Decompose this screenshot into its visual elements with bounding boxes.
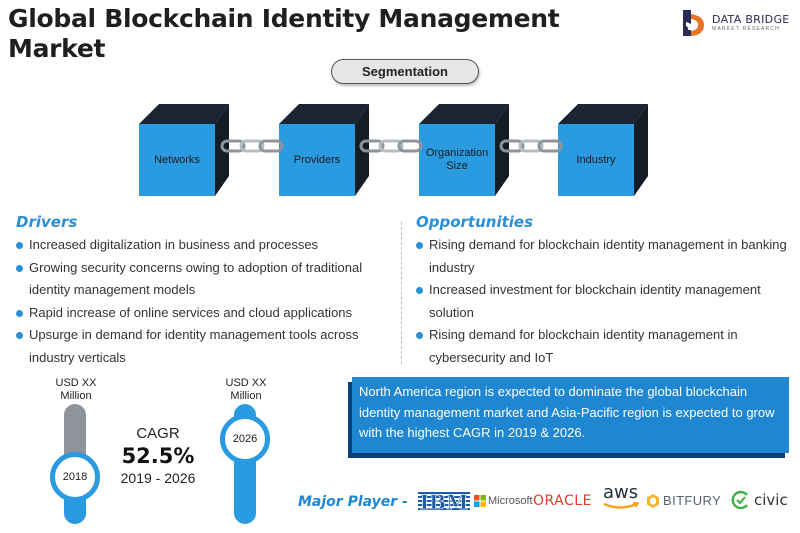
civic-check-icon bbox=[731, 490, 748, 510]
drivers-item: Upsurge in demand for identity managemen… bbox=[16, 324, 396, 369]
cagr-label: CAGR bbox=[136, 425, 180, 442]
brand-text: IBM bbox=[420, 490, 468, 514]
data-bridge-logo-icon bbox=[680, 8, 706, 38]
brand-text: civic bbox=[754, 491, 788, 509]
end-value-label: USD XX Million bbox=[225, 377, 267, 402]
chain-link-icon bbox=[499, 139, 563, 153]
major-player-label: Major Player - bbox=[298, 494, 408, 510]
microsoft-windows-icon bbox=[474, 495, 486, 507]
brand-text: Microsoft bbox=[488, 495, 533, 507]
start-value-label: USD XX Million bbox=[55, 377, 97, 402]
opportunities-item: Increased investment for blockchain iden… bbox=[416, 279, 792, 324]
opportunities-heading: Opportunities bbox=[416, 213, 534, 231]
drivers-item: Rapid increase of online services and cl… bbox=[16, 302, 396, 325]
segment-label: Providers bbox=[293, 153, 341, 166]
opportunities-item: Rising demand for blockchain identity ma… bbox=[416, 324, 792, 369]
section-divider bbox=[401, 222, 402, 364]
segment-cube-providers: Providers bbox=[279, 104, 369, 196]
drivers-item: Increased digitalization in business and… bbox=[16, 234, 396, 257]
microsoft-logo: Microsoft bbox=[474, 495, 533, 507]
start-year-badge: 2018 bbox=[50, 452, 100, 502]
regional-highlight: North America region is expected to domi… bbox=[352, 377, 789, 453]
civic-logo: civic bbox=[731, 490, 788, 510]
brand-text: aws bbox=[603, 482, 639, 503]
segment-label: Industry bbox=[576, 153, 616, 166]
page-title: Global Blockchain Identity Management Ma… bbox=[8, 4, 560, 63]
segment-cube-organization-size: Organization Size bbox=[419, 104, 509, 196]
oracle-logo: ORACLE bbox=[533, 493, 592, 509]
segment-cube-networks: Networks bbox=[139, 104, 229, 196]
segment-label: Networks bbox=[154, 153, 200, 166]
bitfury-logo: BITFURY bbox=[647, 493, 721, 508]
cagr-period: 2019 - 2026 bbox=[120, 470, 196, 486]
drivers-heading: Drivers bbox=[16, 213, 78, 231]
chain-link-icon bbox=[359, 139, 423, 153]
ibm-logo: IBM bbox=[418, 490, 470, 514]
segment-label: Organization Size bbox=[425, 147, 489, 172]
brand-text: BITFURY bbox=[663, 493, 722, 508]
opportunities-list: Rising demand for blockchain identity ma… bbox=[416, 234, 792, 369]
drivers-list: Increased digitalization in business and… bbox=[16, 234, 396, 369]
chain-link-icon bbox=[220, 139, 284, 153]
opportunities-item: Rising demand for blockchain identity ma… bbox=[416, 234, 792, 279]
end-year-badge: 2026 bbox=[220, 414, 270, 464]
cagr-value: 52.5% bbox=[121, 444, 195, 468]
data-bridge-logo: DATA BRIDGE MARKET RESEARCH bbox=[680, 8, 790, 38]
bitfury-mark-icon bbox=[647, 493, 659, 508]
segment-cube-industry: Industry bbox=[558, 104, 648, 196]
logo-subtitle: MARKET RESEARCH bbox=[712, 26, 780, 32]
aws-logo: aws bbox=[603, 484, 639, 510]
aws-smile-icon bbox=[603, 502, 639, 509]
drivers-item: Growing security concerns owing to adopt… bbox=[16, 257, 396, 302]
segmentation-label: Segmentation bbox=[331, 59, 479, 84]
logo-name: DATA BRIDGE bbox=[712, 13, 790, 26]
